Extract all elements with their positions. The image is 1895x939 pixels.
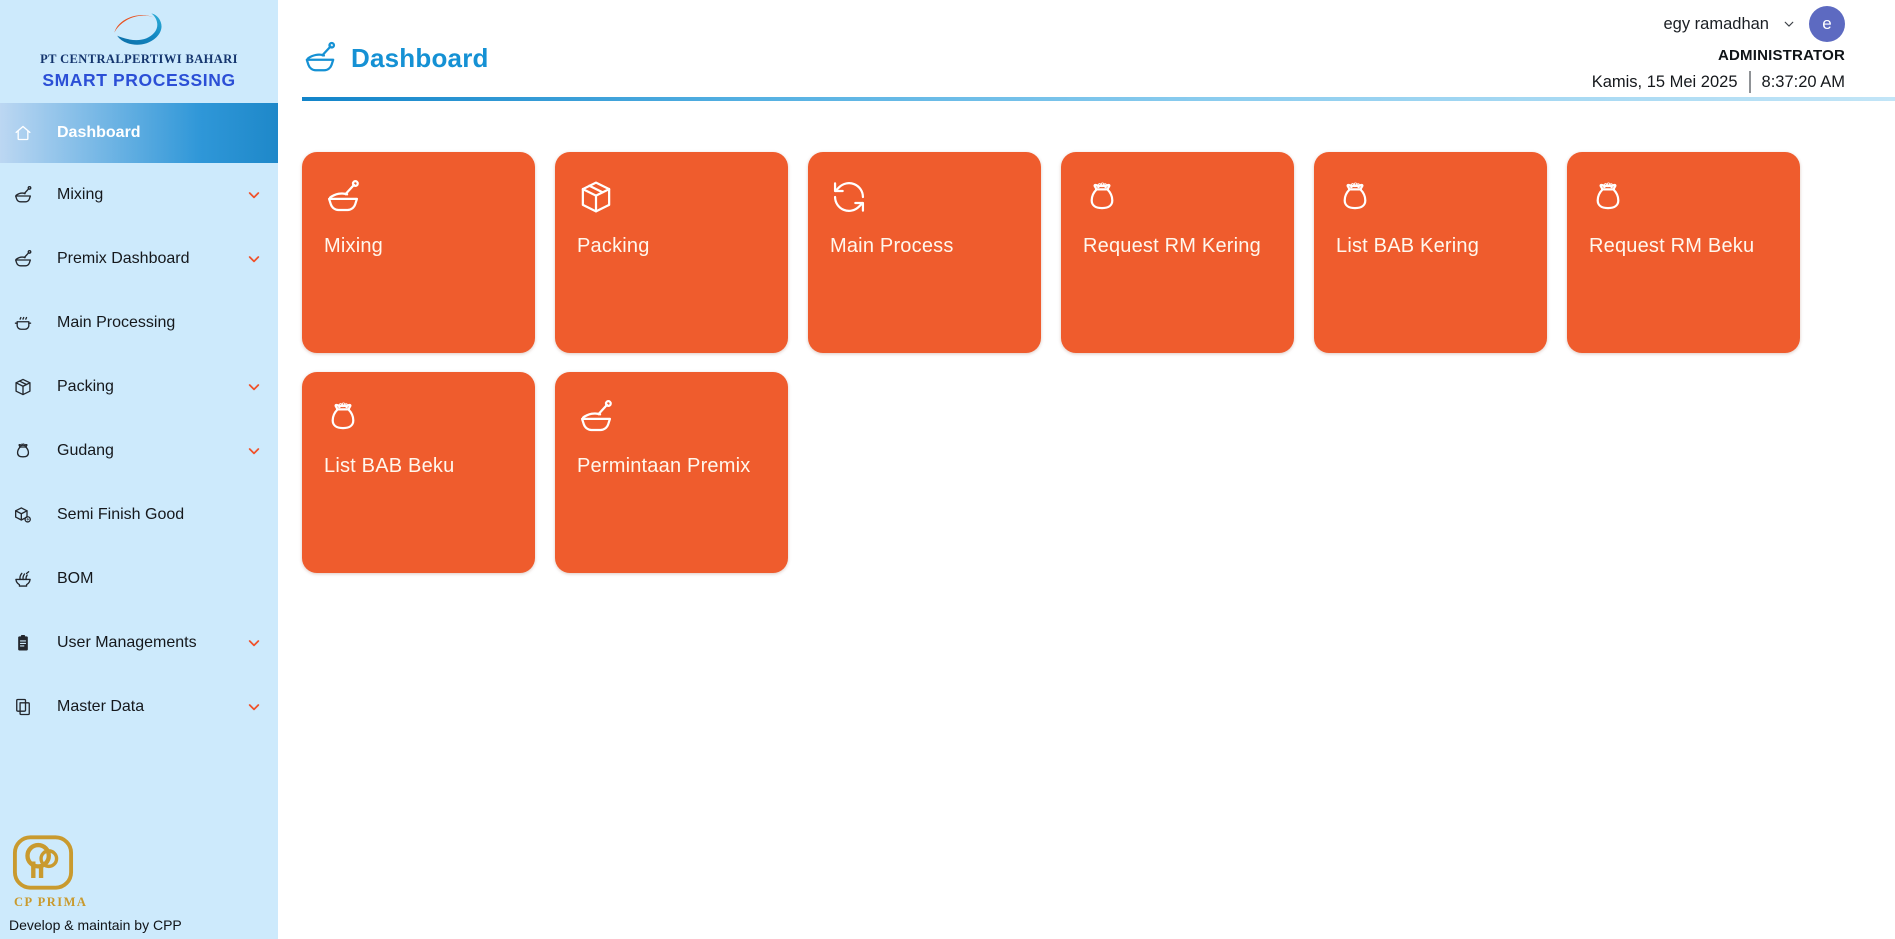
chevron-down-icon[interactable] <box>246 699 262 715</box>
user-name: egy ramadhan <box>1663 14 1770 33</box>
card-main-process[interactable]: Main Process <box>808 152 1041 353</box>
box-icon <box>577 178 766 216</box>
company-name: PT CENTRALPERTIWI BAHARI <box>40 52 238 66</box>
sidebar-item-user-managements[interactable]: User Managements <box>0 611 278 675</box>
card-mixing[interactable]: Mixing <box>302 152 535 353</box>
datetime: Kamis, 15 Mei 2025 8:37:20 AM <box>1592 71 1845 93</box>
clipboard-user-icon <box>13 633 33 653</box>
chevron-down-icon[interactable] <box>246 443 262 459</box>
sidebar-item-label: Mixing <box>57 186 104 203</box>
header-divider <box>302 97 1895 101</box>
sidebar-item-semi-finish-good[interactable]: Semi Finish Good <box>0 483 278 547</box>
mixing-bowl-icon <box>302 40 338 76</box>
mixing-bowl-icon <box>13 249 33 269</box>
box-icon <box>13 377 33 397</box>
dashboard-card-label: List BAB Kering <box>1336 235 1480 257</box>
sidebar-footer: CP PRIMA Develop & maintain by CPP <box>8 834 182 933</box>
sidebar-item-label: Premix Dashboard <box>57 250 190 267</box>
user-block: egy ramadhan e ADMINISTRATOR Kamis, 15 M… <box>1592 6 1845 93</box>
current-time: 8:37:20 AM <box>1761 72 1845 91</box>
card-permintaan-premix[interactable]: Permintaan Premix <box>555 372 788 573</box>
noodle-bowl-icon <box>13 569 33 589</box>
sidebar-item-master-data[interactable]: Master Data <box>0 675 278 739</box>
card-request-rm-kering[interactable]: Request RM Kering <box>1061 152 1294 353</box>
sidebar-item-packing[interactable]: Packing <box>0 355 278 419</box>
sidebar-item-label: BOM <box>57 570 94 587</box>
current-date: Kamis, 15 Mei 2025 <box>1591 72 1738 91</box>
sack-icon <box>1083 178 1272 216</box>
main-content: Dashboard egy ramadhan e ADMINISTRATOR K… <box>278 0 1895 939</box>
datetime-divider <box>1748 71 1751 93</box>
user-menu[interactable]: egy ramadhan e <box>1663 6 1845 42</box>
chevron-down-icon[interactable] <box>246 251 262 267</box>
user-menu-chevron-icon[interactable] <box>1782 17 1796 31</box>
company-swirl-logo <box>114 13 162 45</box>
sack-icon <box>324 398 513 436</box>
chevron-down-icon[interactable] <box>246 635 262 651</box>
process-icon <box>830 178 1019 216</box>
home-icon <box>13 123 33 143</box>
chevron-down-icon[interactable] <box>246 187 262 203</box>
dashboard-card-label: List BAB Beku <box>324 455 455 477</box>
dashboard-card-label: Mixing <box>324 235 383 257</box>
box-badge-icon <box>13 505 33 525</box>
sidebar-item-label: Dashboard <box>57 124 141 141</box>
dashboard-card-label: Request RM Kering <box>1083 235 1261 257</box>
sidebar-item-mixing[interactable]: Mixing <box>0 163 278 227</box>
app-name: SMART PROCESSING <box>42 70 236 90</box>
mixing-bowl-icon <box>13 185 33 205</box>
sack-icon <box>13 441 33 461</box>
dashboard-card-label: Main Process <box>830 235 954 257</box>
dashboard-card-label: Packing <box>577 235 650 257</box>
card-packing[interactable]: Packing <box>555 152 788 353</box>
sidebar-item-label: Semi Finish Good <box>57 506 185 523</box>
cp-prima-logo <box>12 835 74 890</box>
sack-icon <box>1336 178 1525 216</box>
user-role: ADMINISTRATOR <box>1717 47 1845 64</box>
mixing-bowl-icon <box>577 398 766 436</box>
sidebar-item-label: Master Data <box>57 698 145 715</box>
mixing-bowl-icon <box>324 178 513 216</box>
card-list-bab-beku[interactable]: List BAB Beku <box>302 372 535 573</box>
card-list-bab-kering[interactable]: List BAB Kering <box>1314 152 1547 353</box>
sidebar-item-label: Main Processing <box>57 314 176 331</box>
cp-prima-label: CP PRIMA <box>14 895 88 909</box>
sidebar-item-dashboard[interactable]: Dashboard <box>0 103 278 163</box>
sidebar-menu: Dashboard Mixing Premix Dashboard Main P… <box>0 103 278 739</box>
developer-note: Develop & maintain by CPP <box>9 917 182 933</box>
sidebar-item-label: User Managements <box>57 634 197 651</box>
card-request-rm-beku[interactable]: Request RM Beku <box>1567 152 1800 353</box>
chevron-down-icon[interactable] <box>246 379 262 395</box>
sidebar-item-label: Gudang <box>57 442 114 459</box>
brand-block: PT CENTRALPERTIWI BAHARI SMART PROCESSIN… <box>0 0 278 91</box>
sidebar-item-bom[interactable]: BOM <box>0 547 278 611</box>
sidebar-item-gudang[interactable]: Gudang <box>0 419 278 483</box>
avatar[interactable]: e <box>1809 6 1845 42</box>
pot-icon <box>13 313 33 333</box>
dashboard-card-label: Permintaan Premix <box>577 455 751 477</box>
sidebar-item-premix-dashboard[interactable]: Premix Dashboard <box>0 227 278 291</box>
copy-icon <box>13 697 33 717</box>
page-header: Dashboard <box>302 40 489 76</box>
dashboard-card-grid: Mixing Packing Main Process Request RM K… <box>302 152 1800 573</box>
sidebar: PT CENTRALPERTIWI BAHARI SMART PROCESSIN… <box>0 0 278 939</box>
page-title: Dashboard <box>351 42 489 73</box>
sidebar-item-label: Packing <box>57 378 114 395</box>
sidebar-item-main-processing[interactable]: Main Processing <box>0 291 278 355</box>
sack-icon <box>1589 178 1778 216</box>
dashboard-card-label: Request RM Beku <box>1589 235 1755 257</box>
